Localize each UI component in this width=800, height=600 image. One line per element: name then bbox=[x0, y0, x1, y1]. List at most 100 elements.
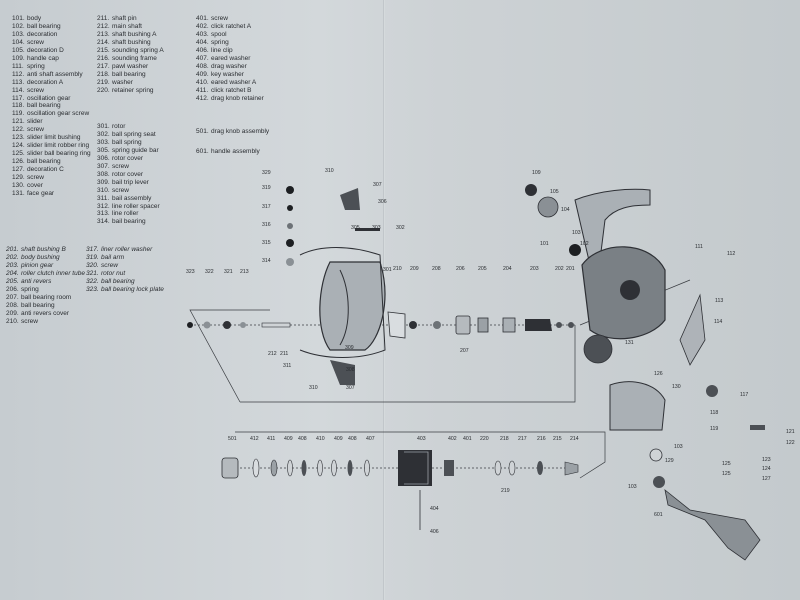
callout-label: 205 bbox=[478, 266, 487, 272]
part-number: 323. bbox=[86, 285, 99, 293]
parts-list-item: 105.decoration D bbox=[12, 47, 91, 55]
callout-label: 216 bbox=[537, 436, 546, 442]
parts-list-item: 201.shaft bushing B bbox=[6, 246, 85, 254]
parts-list-item: 311.bail assembly bbox=[97, 195, 160, 203]
part-name: screw bbox=[112, 186, 129, 194]
main-shaft-part bbox=[261, 322, 291, 328]
part-name: shaft bushing bbox=[112, 38, 151, 46]
parts-list-item: 408.drag washer bbox=[196, 63, 264, 71]
drag-washer-part bbox=[301, 460, 307, 476]
ball-bearing-part-6 bbox=[494, 460, 502, 476]
parts-list-item: 129.screw bbox=[12, 174, 91, 182]
key-washer-part bbox=[287, 459, 293, 477]
part-number: 210. bbox=[6, 317, 19, 325]
ball-bearing-part-5 bbox=[569, 244, 581, 256]
part-number: 121. bbox=[12, 118, 25, 126]
callout-label: 207 bbox=[460, 348, 469, 354]
part-number: 308. bbox=[97, 170, 110, 178]
parts-list-item: 313.line roller bbox=[97, 210, 160, 218]
part-number: 112. bbox=[12, 70, 25, 78]
parts-list-item: 113.decoration A bbox=[12, 79, 91, 87]
part-name: screw bbox=[27, 174, 44, 182]
parts-list-item: 114.screw bbox=[12, 87, 91, 95]
part-number: 402. bbox=[196, 22, 209, 30]
callout-label: 103 bbox=[674, 444, 683, 450]
part-number: 309. bbox=[97, 178, 110, 186]
parts-list-item: 208.ball bearing bbox=[6, 302, 71, 310]
callout-label: 208 bbox=[432, 266, 441, 272]
part-name: screw bbox=[21, 317, 38, 325]
anti-revers-cover-part bbox=[387, 311, 406, 339]
line-roller-spacer-part bbox=[287, 223, 293, 229]
parts-list-item: 101.body bbox=[12, 15, 91, 23]
part-number: 123. bbox=[12, 134, 25, 142]
part-name: line roller bbox=[112, 210, 139, 218]
part-number: 317. bbox=[86, 246, 99, 253]
parts-list-item: 109.handle cap bbox=[12, 55, 91, 63]
part-number: 305. bbox=[97, 146, 110, 154]
part-name: cover bbox=[27, 182, 43, 190]
callout-label: 121 bbox=[786, 429, 795, 435]
part-number: 102. bbox=[12, 22, 25, 30]
callout-label: 210 bbox=[393, 266, 402, 272]
rotor-group-bracket bbox=[189, 309, 270, 403]
main-axis-bracket bbox=[240, 325, 576, 403]
parts-list-item: 406.line clip bbox=[196, 47, 264, 55]
parts-list-item: 102.ball bearing bbox=[12, 23, 91, 31]
part-number: 301. bbox=[97, 123, 110, 130]
parts-list-item: 219.washer bbox=[97, 79, 164, 87]
slider-part bbox=[750, 425, 765, 430]
part-name: slider limit robber ring bbox=[27, 142, 90, 150]
part-number: 129. bbox=[12, 174, 25, 182]
parts-list-item: 322.ball bearing bbox=[86, 278, 164, 286]
parts-list-item: 126.ball bearing bbox=[12, 158, 91, 166]
callout-label: 404 bbox=[430, 506, 439, 512]
part-number: 101. bbox=[12, 15, 25, 22]
parts-list-item: 119.oscillation gear screw bbox=[12, 110, 91, 118]
part-name: handle assembly bbox=[211, 148, 260, 155]
part-number: 105. bbox=[12, 46, 25, 54]
part-name: click ratchet A bbox=[211, 22, 252, 30]
part-number: 408. bbox=[196, 62, 209, 70]
part-number: 206. bbox=[6, 285, 19, 293]
part-number: 303. bbox=[97, 138, 110, 146]
body-bushing-part bbox=[556, 322, 562, 328]
handle-cap-part bbox=[525, 184, 537, 196]
callout-label: 101 bbox=[540, 241, 549, 247]
ball-bearing-part-3 bbox=[409, 321, 417, 329]
callout-label: 201 bbox=[566, 266, 575, 272]
parts-list-item: 202.body bushing bbox=[6, 254, 85, 262]
part-name: sounding spring A bbox=[112, 46, 164, 54]
parts-list-item: 118.ball bearing bbox=[12, 102, 91, 110]
part-name: rotor cover bbox=[112, 170, 144, 178]
callout-label: 307 bbox=[373, 182, 382, 188]
spool-part bbox=[398, 450, 432, 486]
click-ratchet-a-part bbox=[444, 460, 454, 476]
parts-list-column-3-handle: 601.handle assembly bbox=[196, 148, 260, 156]
bail-bearing-part bbox=[286, 186, 294, 194]
parts-list-item: 103.decoration bbox=[12, 31, 91, 39]
callout-label: 129 bbox=[665, 458, 674, 464]
part-number: 130. bbox=[12, 182, 25, 190]
part-name: spring bbox=[21, 285, 39, 293]
parts-list-item: 410.eared washer A bbox=[196, 79, 264, 87]
callout-label: 209 bbox=[410, 266, 419, 272]
part-number: 310. bbox=[97, 186, 110, 194]
callout-label: 112 bbox=[727, 251, 735, 257]
callout-label: 125 bbox=[722, 461, 731, 467]
part-number: 216. bbox=[97, 54, 110, 62]
roller-clutch-part bbox=[502, 317, 516, 333]
callout-label: 316 bbox=[262, 222, 271, 228]
part-number: 412. bbox=[196, 94, 209, 102]
parts-list-item: 117.oscillation gear bbox=[12, 95, 91, 103]
part-number: 401. bbox=[196, 15, 209, 22]
part-name: body bbox=[27, 15, 42, 22]
part-name: ball bearing bbox=[101, 277, 135, 285]
callout-label: 303 bbox=[372, 225, 381, 231]
lock-plate-part bbox=[187, 322, 193, 328]
parts-list-item: 321.rotor nut bbox=[86, 270, 164, 278]
